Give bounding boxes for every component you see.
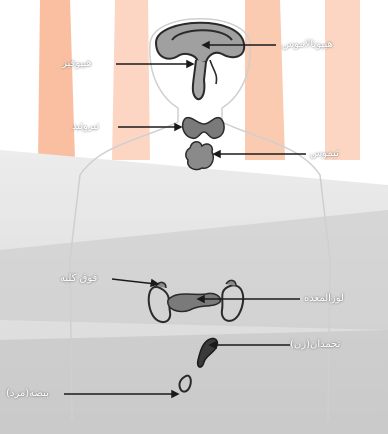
label-pituitary: هیپوفیز (62, 58, 92, 70)
label-thyroid: تیروئید (72, 121, 99, 133)
thymus-organ (186, 142, 213, 170)
label-thymus: تیموس (310, 148, 339, 160)
label-testis: بیضه(مرد) (6, 388, 49, 400)
label-hypothalamus: هیپوتالاموس (282, 39, 333, 51)
label-pancreas: لوزالمعده (304, 293, 344, 305)
label-ovary: تخمدان(زن) (290, 339, 340, 351)
label-adrenal: فوق کلیه (60, 273, 97, 285)
